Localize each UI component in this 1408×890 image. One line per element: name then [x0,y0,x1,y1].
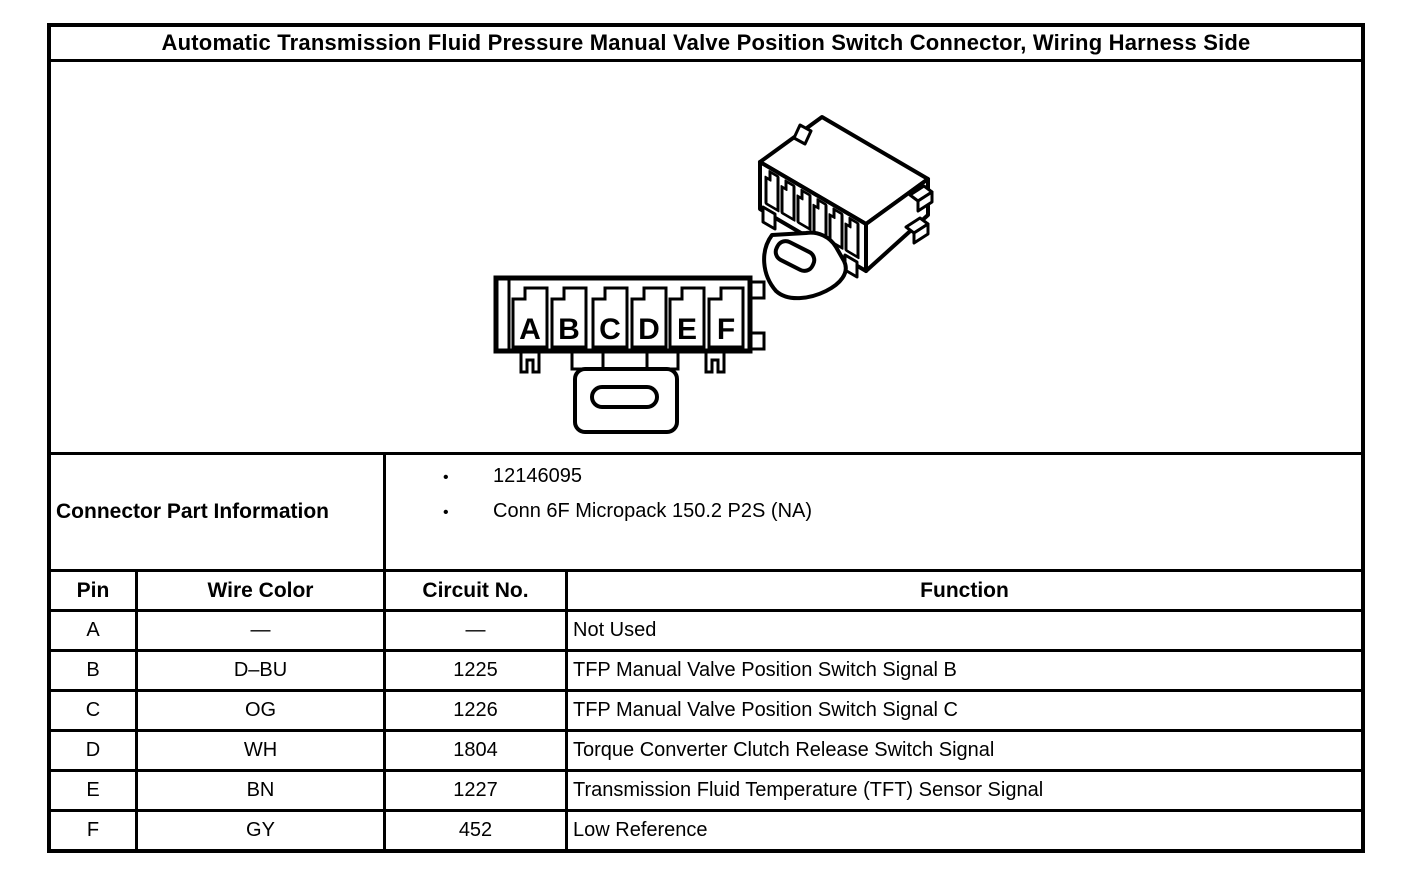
front-pin-cavities [511,286,745,349]
part-description: Conn 6F Micropack 150.2 P2S (NA) [493,500,813,522]
table-row: C OG 1226 TFP Manual Valve Position Swit… [51,692,1361,732]
connector-info-table: Automatic Transmission Fluid Pressure Ma… [47,23,1365,853]
bullet-icon: • [443,504,449,521]
lock-slot [590,385,659,409]
pin-label: C [599,313,621,346]
pin-cell: A [51,612,138,649]
table-row: A — — Not Used [51,612,1361,652]
function-cell: Transmission Fluid Temperature (TFT) Sen… [573,779,1044,801]
function-cell: TFP Manual Valve Position Switch Signal … [573,699,958,721]
page-title: Automatic Transmission Fluid Pressure Ma… [51,27,1361,62]
pin-cell: F [51,812,138,849]
column-header-wire-color: Wire Color [138,572,386,609]
table-row: D WH 1804 Torque Converter Clutch Releas… [51,732,1361,772]
circuit-no-cell: 1225 [386,652,568,689]
wire-color-cell: WH [138,732,386,769]
iso-pin-cavity [844,216,860,260]
pin-cell: C [51,692,138,729]
circuit-no-cell: 1227 [386,772,568,809]
pin-cell: B [51,652,138,689]
function-cell: Not Used [573,619,657,641]
pin-label: F [717,313,735,346]
latch-slot [773,239,817,273]
wire-color-cell: GY [138,812,386,849]
function-cell: TFP Manual Valve Position Switch Signal … [573,659,957,681]
pin-table-header: Pin Wire Color Circuit No. Function [51,572,1361,612]
wire-color-cell: D–BU [138,652,386,689]
connector-isometric-view [758,115,934,301]
part-number: 12146095 [493,465,582,487]
pin-cavity [550,286,588,349]
function-cell: Low Reference [573,819,708,841]
pin-label: B [558,313,580,346]
pin-label: E [677,313,697,346]
connector-part-information-label: Connector Part Information [51,455,386,569]
iso-pin-cavity [780,179,796,222]
iso-pin-cavity [764,170,780,213]
table-row: E BN 1227 Transmission Fluid Temperature… [51,772,1361,812]
wire-color-cell: BN [138,772,386,809]
pin-cavity [630,286,668,349]
pin-table-body: A — — Not Used B D–BU 1225 TFP Manual Va… [51,612,1361,849]
pin-label: A [519,313,541,346]
pin-cavity [591,286,629,349]
connector-part-information-row: Connector Part Information • 12146095 • … [51,455,1361,572]
connector-part-information-list: • 12146095 • Conn 6F Micropack 150.2 P2S… [386,455,1361,569]
circuit-no-cell: — [386,612,568,649]
column-header-function: Function [920,578,1009,602]
pin-cavity [668,286,706,349]
list-item: • 12146095 [386,465,1361,500]
column-header-circuit-no: Circuit No. [386,572,568,609]
wire-color-cell: OG [138,692,386,729]
table-row: F GY 452 Low Reference [51,812,1361,849]
pin-cavity [707,286,745,349]
circuit-no-cell: 452 [386,812,568,849]
pin-cavity [511,286,549,349]
bullet-icon: • [443,469,449,486]
function-cell: Torque Converter Clutch Release Switch S… [573,739,995,761]
column-header-pin: Pin [51,572,138,609]
circuit-no-cell: 1226 [386,692,568,729]
pin-label: D [638,313,660,346]
wire-color-cell: — [138,612,386,649]
iso-pin-cavity [796,188,812,231]
table-row: B D–BU 1225 TFP Manual Valve Position Sw… [51,652,1361,692]
pin-cell: D [51,732,138,769]
list-item: • Conn 6F Micropack 150.2 P2S (NA) [386,500,1361,535]
pin-cell: E [51,772,138,809]
circuit-no-cell: 1804 [386,732,568,769]
